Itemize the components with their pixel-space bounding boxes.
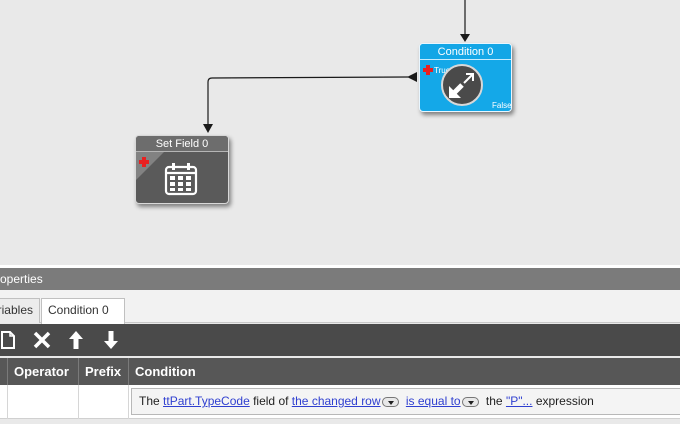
- condition-text: expression: [535, 394, 594, 408]
- calendar-icon: [164, 163, 198, 196]
- column-header-prefix[interactable]: Prefix: [79, 358, 129, 385]
- tab-variables[interactable]: riables: [0, 298, 40, 323]
- new-document-icon[interactable]: [0, 328, 22, 352]
- move-up-arrow-icon[interactable]: [64, 328, 88, 352]
- condition-icon-circle: [441, 64, 483, 106]
- node-corner-accent: [136, 152, 164, 180]
- add-icon[interactable]: [139, 157, 149, 167]
- properties-panel-title: operties: [0, 272, 43, 286]
- condition-text: The: [139, 394, 160, 408]
- diagonal-arrows-icon: [449, 73, 474, 98]
- comparison-dropdown-icon[interactable]: [461, 397, 479, 407]
- column-header-condition[interactable]: Condition: [135, 364, 196, 379]
- row-selector-cell[interactable]: [0, 385, 8, 419]
- properties-toolbar: [0, 324, 680, 356]
- row-source-dropdown-icon[interactable]: [381, 397, 399, 407]
- table-row[interactable]: The ttPart.TypeCode field of the changed…: [0, 385, 680, 419]
- condition-expression: The ttPart.TypeCode field of the changed…: [131, 388, 680, 415]
- add-icon[interactable]: [423, 65, 433, 75]
- grid-column-selector: [0, 358, 8, 385]
- canvas-divider: [0, 265, 680, 268]
- row-source-link[interactable]: the changed row: [291, 394, 381, 408]
- conditions-grid-header: Operator Prefix Condition: [0, 358, 680, 385]
- connector-lines: [203, 0, 470, 133]
- field-link[interactable]: ttPart.TypeCode: [163, 394, 250, 408]
- incoming-arrowhead: [460, 34, 470, 42]
- properties-tab-bar: riables Condition 0: [0, 290, 680, 324]
- false-label: False: [492, 101, 512, 110]
- connector-start-arrowhead: [407, 72, 417, 82]
- condition-node-title: Condition 0: [420, 44, 511, 60]
- condition-node[interactable]: Condition 0 True False: [419, 43, 512, 112]
- condition-text: the: [485, 394, 503, 408]
- set-field-node[interactable]: Set Field 0: [135, 135, 229, 204]
- comparison-link[interactable]: is equal to: [405, 394, 461, 408]
- delete-x-icon[interactable]: [30, 328, 54, 352]
- value-link[interactable]: "P"...: [505, 394, 533, 408]
- true-label: True: [434, 66, 451, 75]
- set-field-node-title: Set Field 0: [136, 136, 228, 152]
- operator-cell[interactable]: [8, 385, 79, 419]
- tab-condition[interactable]: Condition 0: [41, 298, 125, 324]
- column-header-operator[interactable]: Operator: [8, 358, 79, 385]
- true-branch-connector: [207, 76, 409, 126]
- properties-panel-header: operties: [0, 268, 680, 290]
- prefix-cell[interactable]: [79, 385, 129, 419]
- workflow-canvas[interactable]: Condition 0 True False Set Field 0: [0, 0, 680, 265]
- setfield-arrowhead: [203, 124, 213, 133]
- move-down-arrow-icon[interactable]: [99, 328, 123, 352]
- condition-text: field of: [253, 394, 289, 408]
